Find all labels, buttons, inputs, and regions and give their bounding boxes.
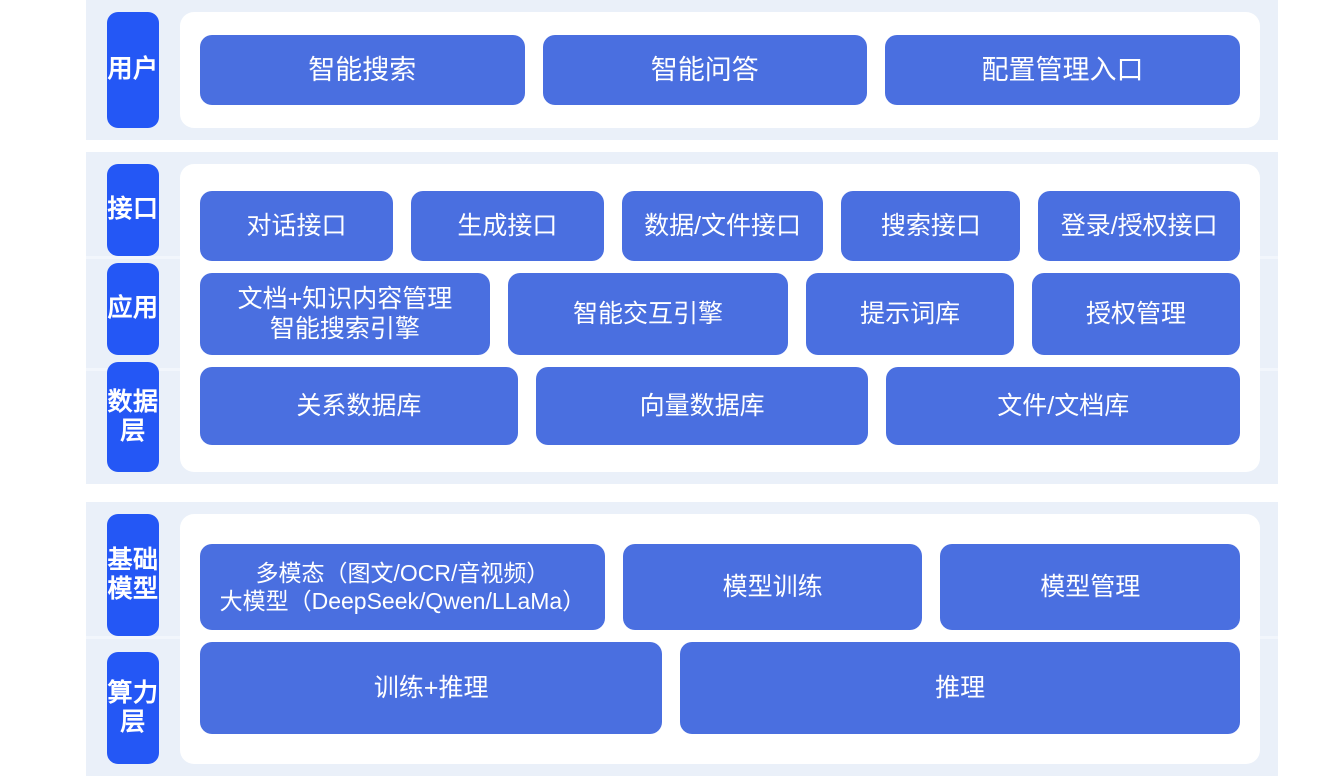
card-intelligent-interaction-engine[interactable]: 智能交互引擎 [507,273,789,355]
card-training-and-inference[interactable]: 训练+推理 [200,642,663,734]
layer-label-compute: 算力层 [107,652,159,764]
card-generation-api[interactable]: 生成接口 [410,191,604,261]
label-column-base: 基础模型 算力层 [86,502,180,776]
row-model-layer: 多模态（图文/OCR/音视频） 大模型（DeepSeek/Qwen/LLaMa）… [200,544,1240,630]
card-prompt-library[interactable]: 提示词库 [806,273,1015,355]
card-smart-search[interactable]: 智能搜索 [200,35,525,105]
section-users: 用户 智能搜索 智能问答 配置管理入口 [86,0,1278,140]
layer-label-data: 数据层 [107,362,159,472]
layer-label-interface: 接口 [107,164,159,256]
row-application-layer: 文档+知识内容管理 智能搜索引擎 智能交互引擎 提示词库 授权管理 [200,273,1241,355]
card-dialogue-api[interactable]: 对话接口 [200,191,393,261]
layer-label-application: 应用 [107,263,159,355]
card-inference[interactable]: 推理 [680,642,1240,734]
card-model-training[interactable]: 模型训练 [622,544,923,630]
label-column-platform: 接口 应用 数据层 [86,152,180,484]
card-document-knowledge-management[interactable]: 文档+知识内容管理 智能搜索引擎 [200,273,490,355]
layer-label-foundation-model: 基础模型 [107,514,159,636]
row-compute-layer: 训练+推理 推理 [200,642,1240,734]
card-multimodal-large-model[interactable]: 多模态（图文/OCR/音视频） 大模型（DeepSeek/Qwen/LLaMa） [200,544,605,630]
panel-users: 智能搜索 智能问答 配置管理入口 [180,12,1260,128]
card-config-management-entry[interactable]: 配置管理入口 [885,35,1240,105]
card-search-api[interactable]: 搜索接口 [841,191,1021,261]
row-data-layer: 关系数据库 向量数据库 文件/文档库 [200,367,1241,445]
row-api-layer: 对话接口 生成接口 数据/文件接口 搜索接口 登录/授权接口 [200,191,1240,261]
section-base: 基础模型 算力层 多模态（图文/OCR/音视频） 大模型（DeepSeek/Qw… [86,502,1278,776]
row-user-entries: 智能搜索 智能问答 配置管理入口 [200,35,1240,105]
card-smart-qa[interactable]: 智能问答 [542,35,868,105]
section-platform: 接口 应用 数据层 对话接口 生成接口 数据/文件接口 搜索接口 登录/授权接口… [86,152,1278,484]
panel-platform: 对话接口 生成接口 数据/文件接口 搜索接口 登录/授权接口 文档+知识内容管理… [180,164,1260,472]
card-relational-database[interactable]: 关系数据库 [200,367,518,445]
label-column-users: 用户 [86,0,180,140]
card-model-management[interactable]: 模型管理 [940,544,1240,630]
layer-label-user: 用户 [107,12,159,128]
card-authorization-management[interactable]: 授权管理 [1032,273,1241,355]
card-file-document-store[interactable]: 文件/文档库 [886,367,1241,445]
card-data-file-api[interactable]: 数据/文件接口 [621,191,824,261]
card-vector-database[interactable]: 向量数据库 [535,367,869,445]
panel-base: 多模态（图文/OCR/音视频） 大模型（DeepSeek/Qwen/LLaMa）… [180,514,1260,764]
card-login-auth-api[interactable]: 登录/授权接口 [1038,191,1240,261]
